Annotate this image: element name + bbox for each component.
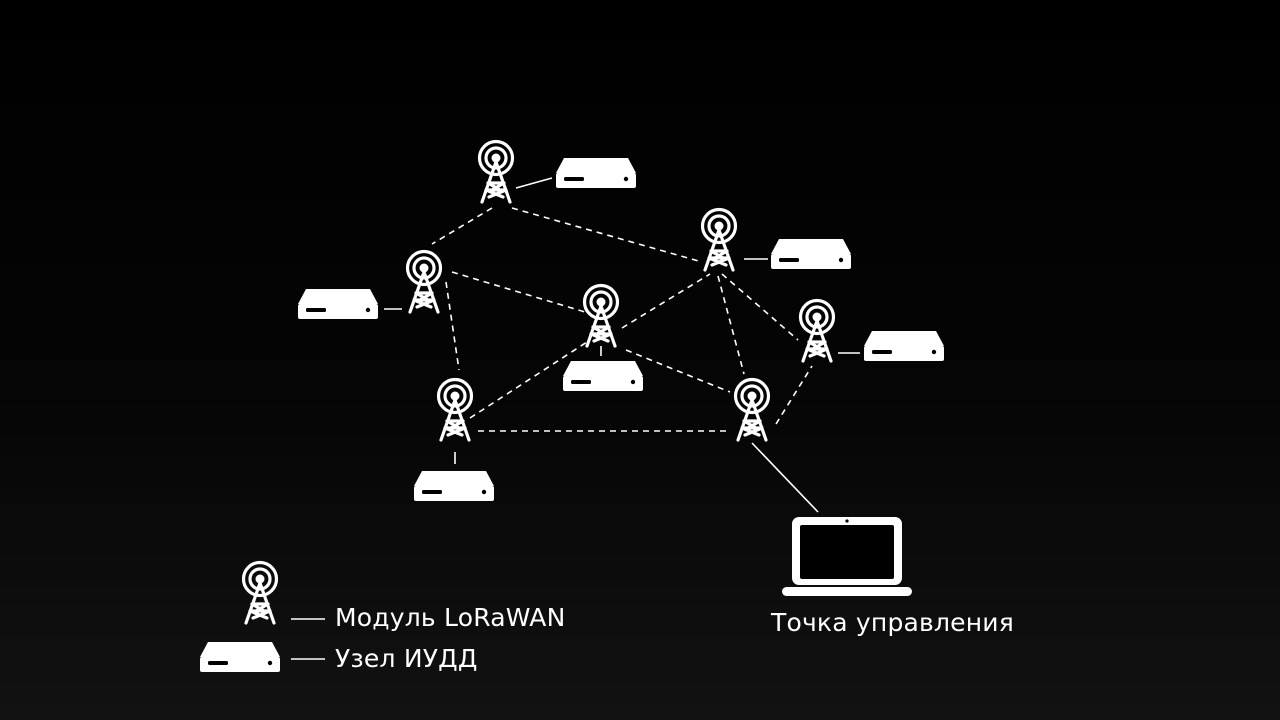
link-t1-node [515,177,553,189]
link-t2-t6 [445,281,460,371]
link-t3-t7 [717,275,745,375]
link-t2-t4 [451,271,586,313]
link-t7-laptop [751,442,819,513]
laptop-icon [782,517,912,596]
legend-module-label: Модуль LoRaWAN [335,603,566,632]
radio-tower-icon [436,377,474,442]
network-device-icon [563,361,643,391]
network-device-icon [864,331,944,361]
radio-tower-icon [405,249,443,314]
network-device-icon [414,471,494,501]
radio-tower-icon [477,139,515,204]
network-device-icon [298,289,378,319]
control-point-label: Точка управления [771,608,1014,637]
link-t4-t3 [621,273,711,329]
link-t4-t7 [625,349,731,393]
radio-tower-icon [733,377,771,442]
link-t1-t3 [511,207,703,263]
link-t1-t2 [431,207,493,245]
radio-tower-icon [582,283,620,348]
radio-tower-icon [798,298,836,363]
link-t3-t5 [721,273,799,341]
network-device-icon [200,642,280,672]
radio-tower-icon [700,207,738,272]
link-t6-t4 [469,339,591,419]
link-t7-t5 [775,365,813,425]
radio-tower-icon [241,560,279,625]
network-device-icon [771,239,851,269]
legend-node-label: Узел ИУДД [335,644,478,673]
network-device-icon [556,158,636,188]
